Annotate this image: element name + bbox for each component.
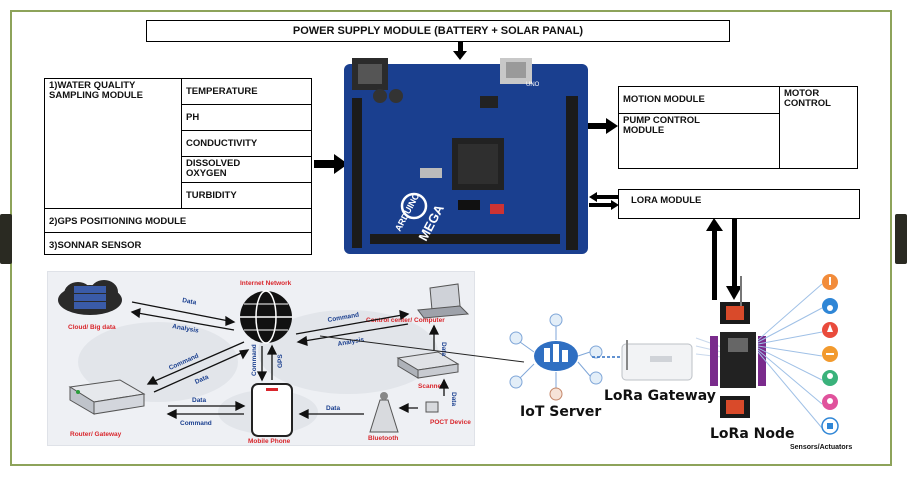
cloud-icon <box>58 280 122 315</box>
network-diagram-svg: Cloud/ Big data Internet Network Control… <box>58 280 471 445</box>
internet-label: Internet Network <box>240 280 292 287</box>
param-turbidity: TURBIDITY <box>182 183 312 209</box>
pump-control-cell: PUMP CONTROL MODULE <box>619 114 780 169</box>
poct-label: POCT Device <box>430 419 471 426</box>
network-diagram-panel: Cloud/ Big data Internet Network Control… <box>47 271 475 446</box>
phone-command-bottom-label: Command <box>180 420 212 427</box>
water-to-board-arrow <box>314 154 348 174</box>
power-supply-title: POWER SUPPLY MODULE (BATTERY + SOLAR PAN… <box>292 25 584 37</box>
lora-node-icon <box>695 276 766 418</box>
cloud-label: Cloud/ Big data <box>68 324 116 331</box>
motor-control-label: MOTOR CONTROL <box>784 88 831 109</box>
server-gateway-dashes <box>592 356 620 358</box>
power-supply-box: POWER SUPPLY MODULE (BATTERY + SOLAR PAN… <box>146 20 730 42</box>
phone-label: Mobile Phone <box>248 438 291 445</box>
lora-module-label: LORA MODULE <box>631 195 702 206</box>
motion-module-label: MOTION MODULE <box>623 94 705 105</box>
scanner-icon <box>396 351 460 379</box>
sensors-actuators-label: Sensors/Actuators <box>790 444 853 451</box>
lora-node-vertical-arrows <box>706 218 742 300</box>
water-quality-module-label: 1)WATER QUALITY SAMPLING MODULE <box>49 80 143 101</box>
lora-node-label: LoRa Node <box>710 426 795 442</box>
lora-gateway-icon <box>621 340 693 381</box>
arduino-mega-board: UNO ARDUINO MEGA <box>344 58 588 254</box>
bluetooth-tower-icon <box>369 392 399 433</box>
mobile-phone-icon <box>251 383 293 437</box>
gps-module-cell: 2)GPS POSITIONING MODULE <box>45 209 312 233</box>
right-side-tab <box>895 214 907 264</box>
water-quality-table: 1)WATER QUALITY SAMPLING MODULE TEMPERAT… <box>44 78 312 255</box>
param-conductivity: CONDUCTIVITY <box>182 131 312 157</box>
param-ph: PH <box>182 105 312 131</box>
router-label: Router/ Gateway <box>70 431 122 438</box>
sonar-sensor-label: 3)SONNAR SENSOR <box>49 240 142 251</box>
control-analysis-label: Analysis <box>337 336 365 348</box>
scanner-label: Scanner <box>418 383 444 390</box>
left-side-tab <box>0 214 12 264</box>
server-node-icon <box>589 371 603 385</box>
router-icon <box>68 379 146 415</box>
lora-gateway-label: LoRa Gateway <box>604 388 716 404</box>
phone-data-label: Data <box>192 397 206 404</box>
globe-icon <box>240 290 292 344</box>
poct-data-label: Data <box>450 392 457 406</box>
sonar-sensor-cell: 3)SONNAR SENSOR <box>45 233 312 255</box>
power-arrow <box>453 42 467 60</box>
cloud-data-label: Data <box>182 297 197 306</box>
iot-server-cluster <box>509 313 603 401</box>
server-node-icon <box>549 313 563 327</box>
param-dissolved-oxygen: DISSOLVED OXYGEN <box>182 157 312 183</box>
server-node-icon <box>509 331 523 345</box>
board-uno-text: UNO <box>526 82 540 88</box>
control-label: Control center/ Computer <box>366 317 445 324</box>
motor-control-cell: MOTOR CONTROL <box>780 87 858 169</box>
motion-module-cell: MOTION MODULE <box>619 87 780 114</box>
server-node-icon <box>509 375 523 389</box>
gps-module-label: 2)GPS POSITIONING MODULE <box>49 216 187 227</box>
network-arrows <box>130 301 450 420</box>
cloud-analysis-label: Analysis <box>172 323 200 335</box>
bluetooth-data-label: Data <box>326 405 340 412</box>
water-quality-module-cell: 1)WATER QUALITY SAMPLING MODULE <box>45 79 182 209</box>
lora-module-box: LORA MODULE <box>618 189 860 219</box>
sensor-fan-lines <box>758 283 823 429</box>
iot-server-icon <box>534 341 578 371</box>
phone-command-label: Command <box>251 344 258 376</box>
phone-gps-label: GPS <box>277 354 284 368</box>
laptop-icon <box>417 283 470 319</box>
pump-control-label: PUMP CONTROL MODULE <box>623 115 700 136</box>
iot-server-label: IoT Server <box>520 404 602 420</box>
board-to-motion-arrow <box>588 118 618 134</box>
board-lora-double-arrow <box>589 192 619 210</box>
motion-control-table: MOTION MODULE PUMP CONTROL MODULE MOTOR … <box>618 86 858 169</box>
sensor-icons <box>821 274 839 435</box>
bluetooth-label: Bluetooth <box>368 435 398 442</box>
param-temperature: TEMPERATURE <box>182 79 312 105</box>
server-node-icon <box>549 387 563 401</box>
poct-device-icon <box>425 401 439 413</box>
panel-to-server-line <box>319 335 525 363</box>
scanner-data-label: Data <box>440 342 447 356</box>
